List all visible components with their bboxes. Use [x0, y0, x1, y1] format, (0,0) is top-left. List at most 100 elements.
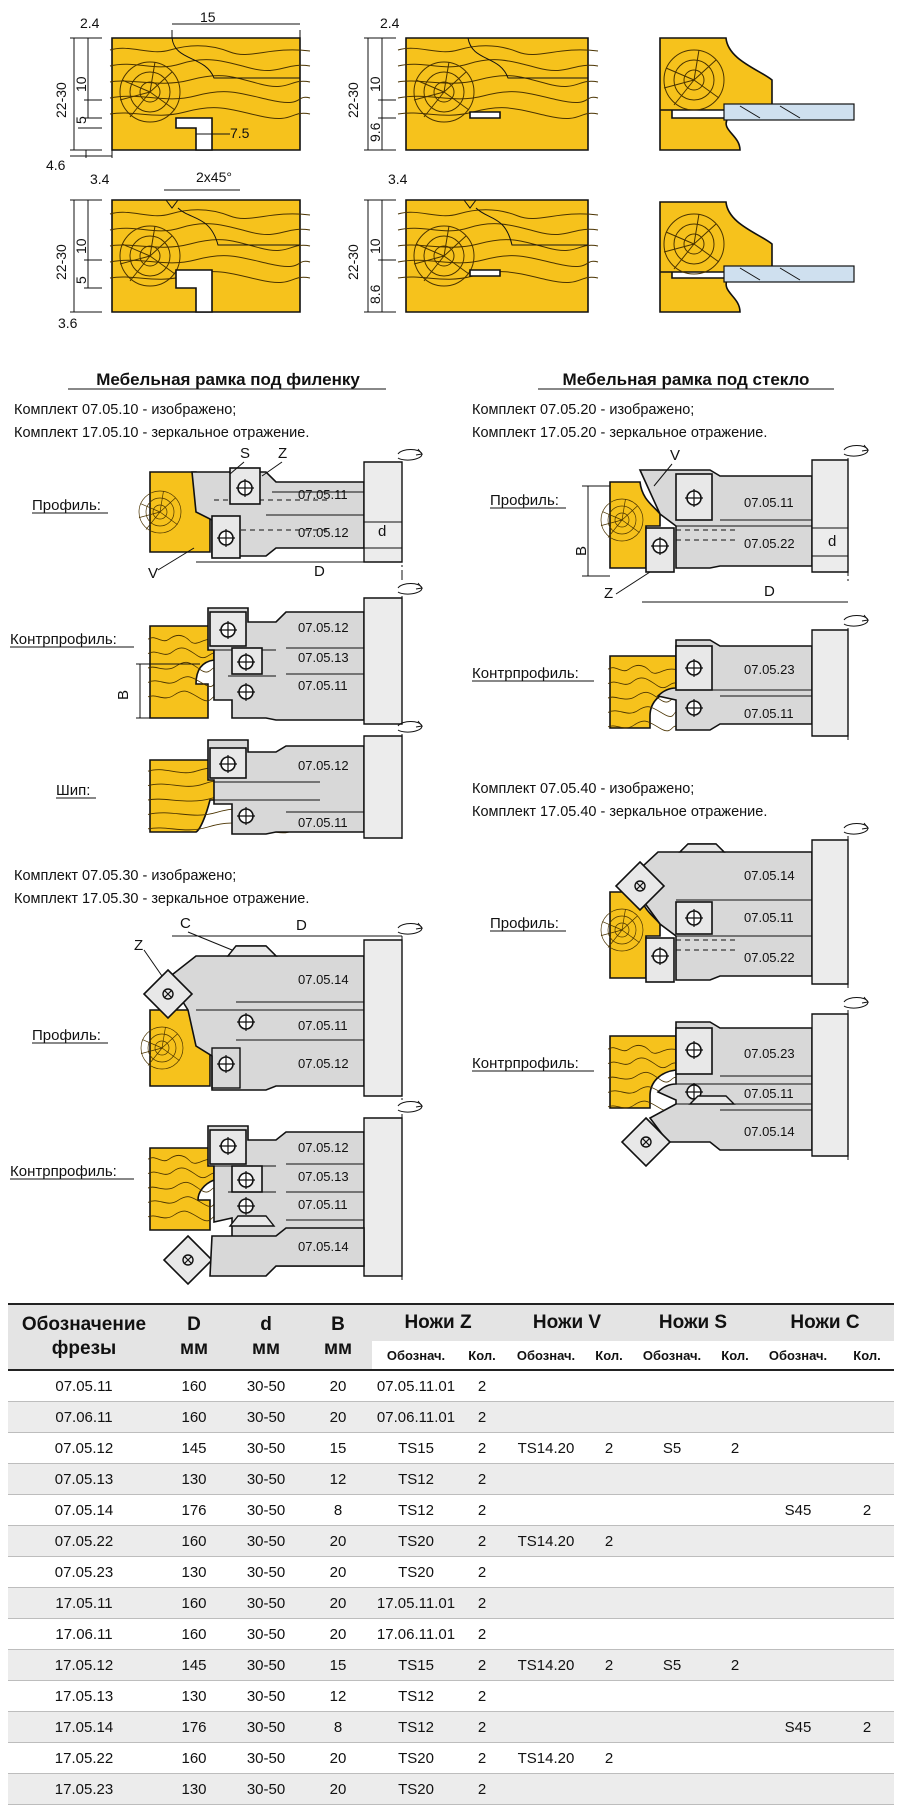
table-cell [588, 1401, 630, 1433]
dim-chamfer: 2x45° [196, 169, 232, 185]
table-cell: 2 [714, 1649, 756, 1681]
table-cell: 160 [160, 1587, 228, 1619]
table-cell: S5 [630, 1432, 714, 1464]
table-cell [630, 1370, 714, 1402]
table-cell: TS14.20 [504, 1432, 588, 1464]
table-cell: TS14.20 [504, 1525, 588, 1557]
table-cell [840, 1587, 894, 1619]
table-cell: 15 [304, 1649, 372, 1681]
table-cell: 2 [460, 1618, 504, 1650]
table-cell: 160 [160, 1401, 228, 1433]
dim-5-c: 5 [73, 276, 89, 284]
table-cell: 07.06.11.01 [372, 1401, 460, 1433]
table-cell: 2 [460, 1463, 504, 1495]
table-cell [756, 1556, 840, 1588]
table-cell: 07.05.23 [8, 1556, 160, 1588]
table-cell: 12 [304, 1463, 372, 1495]
table-cell [756, 1370, 840, 1402]
right-profile2-code-1: 07.05.14 [744, 868, 795, 883]
table-cell: 2 [460, 1742, 504, 1774]
table-cell: 30-50 [228, 1525, 304, 1557]
table-cell: 17.05.11.01 [372, 1587, 460, 1619]
table-cell: 30-50 [228, 1432, 304, 1464]
table-cell: TS12 [372, 1463, 460, 1495]
table-cell [588, 1618, 630, 1650]
table-cell [756, 1587, 840, 1619]
right-counter-code-1: 07.05.23 [744, 662, 795, 677]
table-cell [504, 1401, 588, 1433]
table-cell: 15 [304, 1432, 372, 1464]
left-kit-1: Комплект 07.05.10 - изображено; [14, 402, 236, 418]
table-cell: 07.06.11 [8, 1401, 160, 1433]
table-cell [714, 1401, 756, 1433]
sub-c-qty: Кол. [840, 1341, 894, 1370]
table-cell: 2 [460, 1432, 504, 1464]
table-cell: 07.05.22 [8, 1525, 160, 1557]
dim-total: 22-30 [53, 82, 69, 118]
left-profile2-code-1: 07.05.14 [298, 972, 349, 987]
left-kit-4: Комплект 17.05.30 - зеркальное отражение… [14, 891, 309, 907]
table-cell: 2 [460, 1711, 504, 1743]
table-cell [588, 1773, 630, 1805]
drawings-canvas: 15 2.4 22-30 10 5 7.5 4.6 2.4 22-30 10 9… [10, 9, 869, 1286]
right-profile-label: Профиль: [490, 492, 559, 509]
sub-c-code: Обознач. [756, 1341, 840, 1370]
table-cell: TS15 [372, 1649, 460, 1681]
table-cell [756, 1432, 840, 1464]
table-cell [504, 1463, 588, 1495]
table-cell [630, 1773, 714, 1805]
table-cell [840, 1401, 894, 1433]
right-counter2-code-1: 07.05.23 [744, 1046, 795, 1061]
table-cell: 2 [460, 1680, 504, 1712]
table-cell [840, 1742, 894, 1774]
left-profile2-assembly: Профиль: 07.05.14 07.05.11 07.05.12 Z C … [32, 915, 423, 1100]
right-label-V: V [670, 447, 680, 464]
table-cell [588, 1370, 630, 1402]
left-counterprofile2-assembly: Контрпрофиль: 07.05.12 07.05.13 07.05.11… [10, 1100, 423, 1286]
glass-diagram-2 [659, 201, 855, 313]
table-cell [756, 1618, 840, 1650]
left-tenon-assembly: Шип: 07.05.12 07.05.11 [56, 720, 423, 840]
table-cell [714, 1494, 756, 1526]
table-cell [504, 1556, 588, 1588]
table-cell [714, 1773, 756, 1805]
left-kit-2: Комплект 17.05.10 - зеркальное отражение… [14, 425, 309, 441]
table-cell: 20 [304, 1587, 372, 1619]
right-profile2-label: Профиль: [490, 915, 559, 932]
table-cell: 17.05.13 [8, 1680, 160, 1712]
right-profile2-code-2: 07.05.11 [744, 910, 794, 925]
left-counter-label: Контрпрофиль: [10, 631, 117, 648]
left-counter-code-1: 07.05.12 [298, 620, 349, 635]
left-tenon-code-2: 07.05.11 [298, 815, 348, 830]
table-cell [504, 1494, 588, 1526]
dim-3-4: 3.4 [90, 171, 110, 187]
profile-diagram-4: 3.4 22-30 10 8.6 [345, 171, 599, 313]
table-cell [630, 1525, 714, 1557]
left-kit-3: Комплект 07.05.30 - изображено; [14, 868, 236, 884]
table-cell [840, 1525, 894, 1557]
sub-v-qty: Кол. [588, 1341, 630, 1370]
table-cell [630, 1680, 714, 1712]
table-cell: 17.05.23 [8, 1773, 160, 1805]
dim-4-6: 4.6 [46, 157, 66, 173]
table-cell: 2 [460, 1556, 504, 1588]
table-cell: 20 [304, 1556, 372, 1588]
table-cell [756, 1742, 840, 1774]
table-cell: 8 [304, 1711, 372, 1743]
label-Z-2: Z [134, 937, 143, 954]
table-cell: 2 [588, 1432, 630, 1464]
table-cell: 20 [304, 1370, 372, 1402]
table-cell: TS20 [372, 1556, 460, 1588]
table-cell: 130 [160, 1463, 228, 1495]
table-cell [588, 1587, 630, 1619]
table-cell [588, 1463, 630, 1495]
table-cell [840, 1463, 894, 1495]
